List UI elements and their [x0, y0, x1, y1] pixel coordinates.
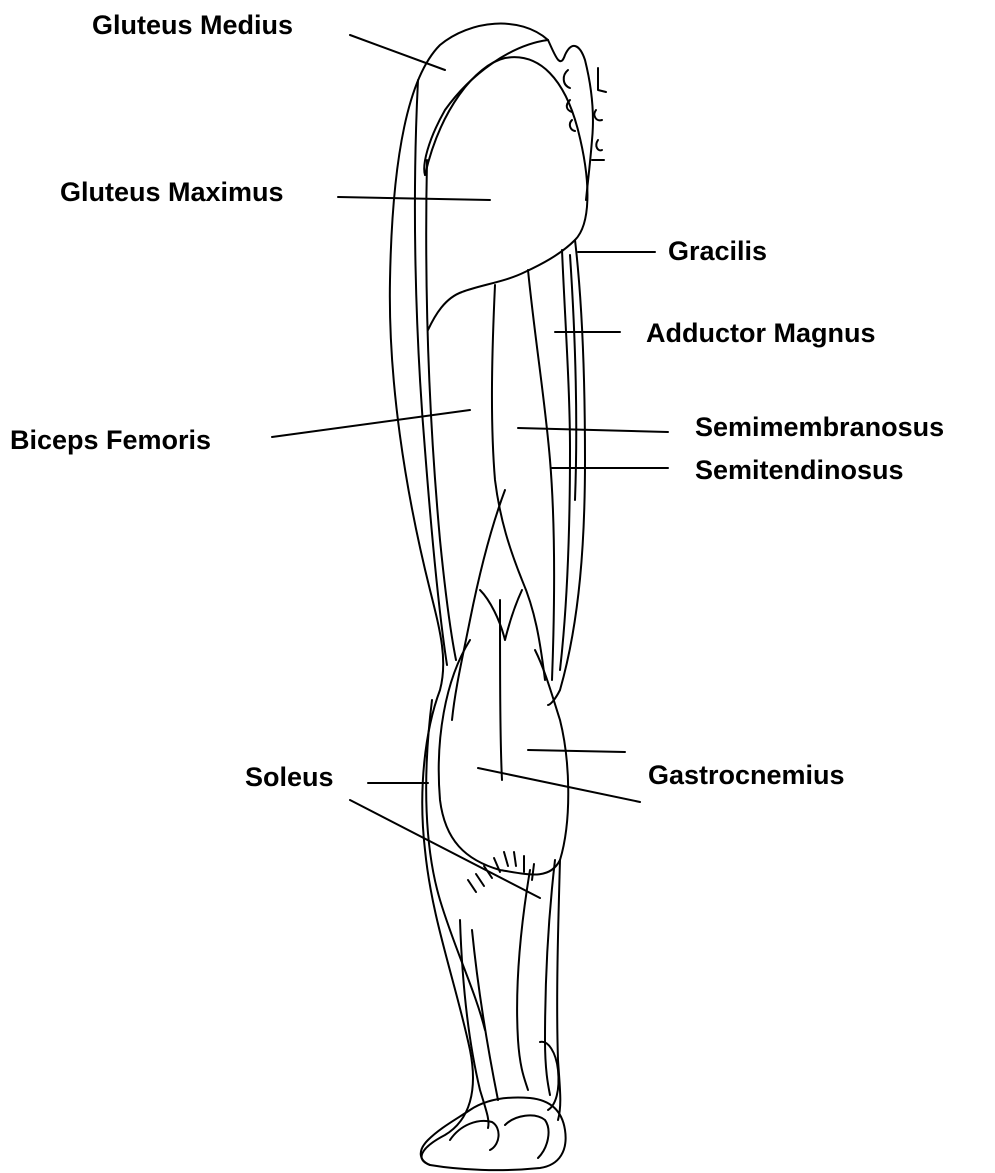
foot-detail-2	[505, 1115, 549, 1158]
leader-gluteus-medius	[350, 35, 445, 70]
sacrum-detail-6	[596, 140, 602, 150]
knee-line-1	[452, 490, 505, 720]
semitendinosus-outline	[560, 250, 570, 670]
label-adductor-magnus: Adductor Magnus	[646, 318, 876, 348]
label-gastrocnemius: Gastrocnemius	[648, 760, 845, 790]
achilles-tendon-1	[517, 870, 530, 1090]
label-gluteus-maximus: Gluteus Maximus	[60, 177, 284, 207]
achilles-tendon-2	[545, 860, 555, 1095]
sacrum-detail-5	[594, 110, 602, 120]
it-band-line-2	[426, 160, 456, 660]
label-gluteus-medius: Gluteus Medius	[92, 10, 293, 40]
sacrum-detail-3	[570, 120, 575, 131]
leader-semimembranosus	[518, 428, 668, 432]
sacrum-detail-4	[598, 68, 606, 92]
hatch-mark	[514, 852, 516, 866]
label-semimembranosus: Semimembranosus	[695, 412, 944, 442]
hatch-mark	[532, 864, 534, 880]
label-gracilis: Gracilis	[668, 236, 767, 266]
semimembranosus-outline	[528, 270, 554, 680]
hatch-mark	[468, 880, 476, 892]
hatch-mark	[504, 852, 508, 866]
label-soleus: Soleus	[245, 762, 334, 792]
sacrum-detail-1	[564, 70, 570, 88]
leader-soleus-2	[350, 800, 540, 898]
leg-outline	[390, 24, 606, 1171]
hatch-mark	[476, 874, 484, 886]
it-band-line-1	[415, 80, 447, 665]
leader-biceps-femoris	[272, 410, 470, 437]
label-biceps-femoris: Biceps Femoris	[10, 425, 211, 455]
foot-outline	[421, 1098, 566, 1171]
leader-gastrocnemius-2	[478, 768, 640, 802]
lateral-contour	[390, 24, 548, 1165]
leader-gastrocnemius-1	[528, 750, 625, 752]
label-semitendinosus: Semitendinosus	[695, 455, 904, 485]
